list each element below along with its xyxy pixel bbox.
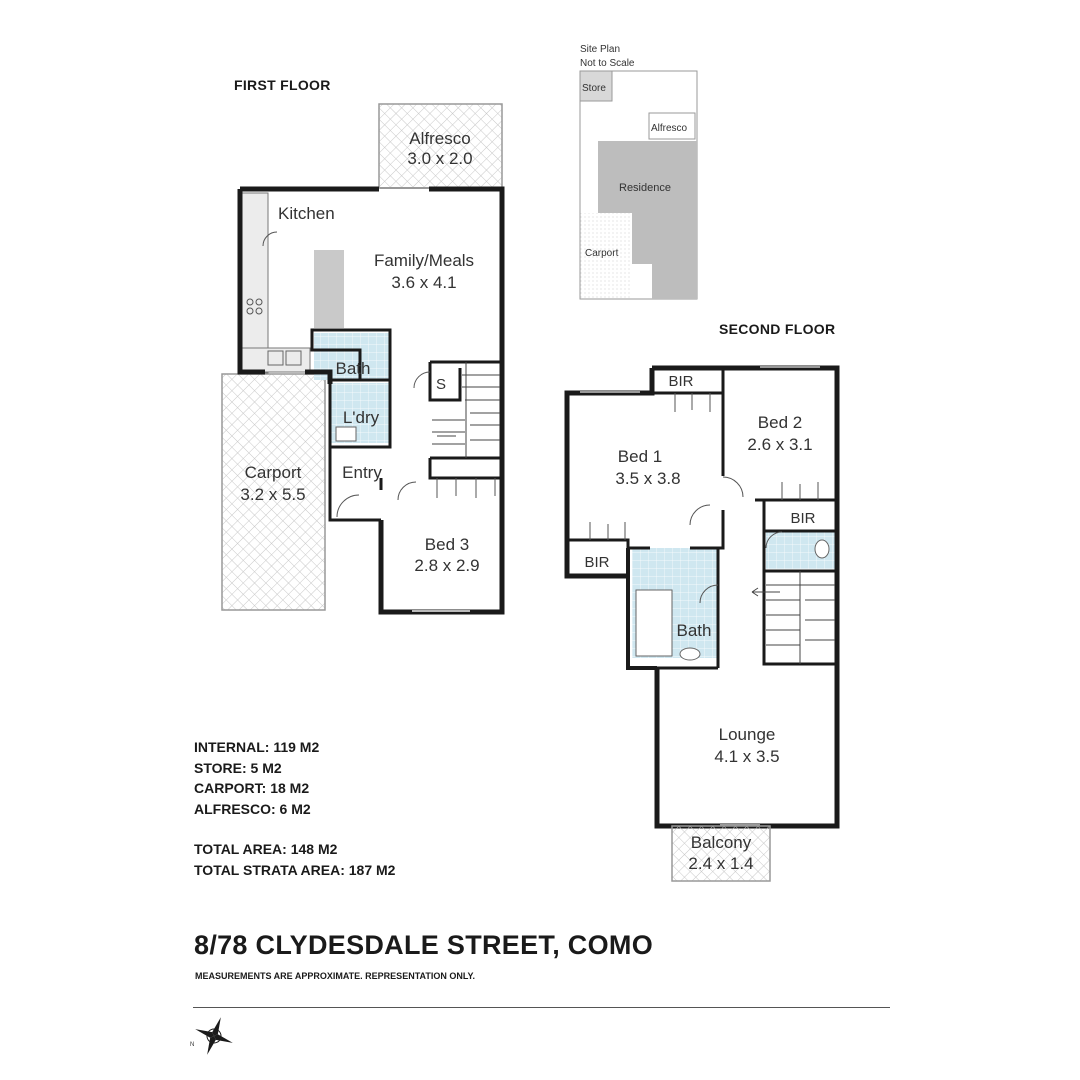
bed3-size: 2.8 x 2.9 — [414, 556, 479, 575]
store-area: STORE: 5 M2 — [194, 759, 282, 776]
bir-bed1-label: BIR — [584, 554, 609, 571]
second-floor-plan: BIR Bed 1 3.5 x 3.8 Bed 2 2.6 x 3.1 BIR … — [564, 365, 840, 882]
balcony-label: Balcony — [691, 833, 752, 852]
site-residence-block — [598, 141, 697, 299]
alfresco-label: Alfresco — [409, 129, 470, 148]
bed1-size: 3.5 x 3.8 — [615, 469, 680, 488]
entry-label: Entry — [342, 463, 382, 482]
area-summary: INTERNAL: 119 M2 STORE: 5 M2 CARPORT: 18… — [194, 737, 395, 880]
carport-label: Carport — [245, 463, 302, 482]
bed2-label: Bed 2 — [758, 413, 802, 432]
first-floor-plan: Alfresco 3.0 x 2.0 Kitchen Family/Meals … — [221, 103, 505, 615]
bed1-label: Bed 1 — [618, 447, 662, 466]
site-plan-subtitle: Not to Scale — [580, 58, 635, 69]
second-floor-heading: SECOND FLOOR — [719, 321, 835, 337]
total-strata-area: TOTAL STRATA AREA: 187 M2 — [194, 861, 396, 878]
carport-size: 3.2 x 5.5 — [240, 485, 305, 504]
kitchen-bench — [241, 192, 269, 374]
second-bath-label: Bath — [677, 621, 712, 640]
site-plan: Site Plan Not to Scale Store Alfresco Re… — [579, 44, 698, 300]
footer-divider — [193, 1007, 890, 1008]
kitchen-island — [314, 250, 344, 328]
compass-label: N — [190, 1042, 194, 1048]
site-carport-block — [580, 213, 632, 299]
bathtub — [635, 589, 673, 657]
bed2-size: 2.6 x 3.1 — [747, 435, 812, 454]
store-s-label: S — [436, 376, 446, 393]
alfresco-area-text: ALFRESCO: 6 M2 — [194, 800, 311, 817]
site-residence-label: Residence — [619, 182, 671, 194]
alfresco-size: 3.0 x 2.0 — [407, 149, 472, 168]
balcony-area — [671, 825, 771, 882]
property-address: 8/78 CLYDESDALE STREET, COMO — [194, 930, 654, 960]
family-meals-size: 3.6 x 4.1 — [391, 273, 456, 292]
balcony-size: 2.4 x 1.4 — [688, 854, 753, 873]
compass-icon — [195, 1017, 233, 1055]
site-carport-label: Carport — [585, 248, 619, 259]
lounge-size: 4.1 x 3.5 — [714, 747, 779, 766]
site-plan-title: Site Plan — [580, 44, 620, 55]
site-alfresco-label: Alfresco — [651, 123, 688, 134]
site-store-block — [579, 70, 613, 102]
alfresco-area — [378, 103, 503, 189]
family-meals-label: Family/Meals — [374, 251, 474, 270]
bath-label: Bath — [336, 359, 371, 378]
bir-bed2-label: BIR — [790, 510, 815, 527]
internal-area: INTERNAL: 119 M2 — [194, 739, 320, 755]
bed3-label: Bed 3 — [425, 535, 469, 554]
kitchen-bench-return — [241, 347, 311, 373]
bir-top-label: BIR — [668, 373, 693, 390]
kitchen-label: Kitchen — [278, 204, 335, 223]
total-area: TOTAL AREA: 148 M2 — [194, 841, 338, 857]
carport-area-text: CARPORT: 18 M2 — [194, 780, 310, 796]
disclaimer: MEASUREMENTS ARE APPROXIMATE. REPRESENTA… — [195, 971, 476, 981]
first-floor-heading: FIRST FLOOR — [234, 77, 331, 93]
carport-area — [221, 373, 326, 611]
lounge-label: Lounge — [719, 725, 776, 744]
site-store-label: Store — [582, 83, 606, 94]
laundry-label: L'dry — [343, 408, 380, 427]
